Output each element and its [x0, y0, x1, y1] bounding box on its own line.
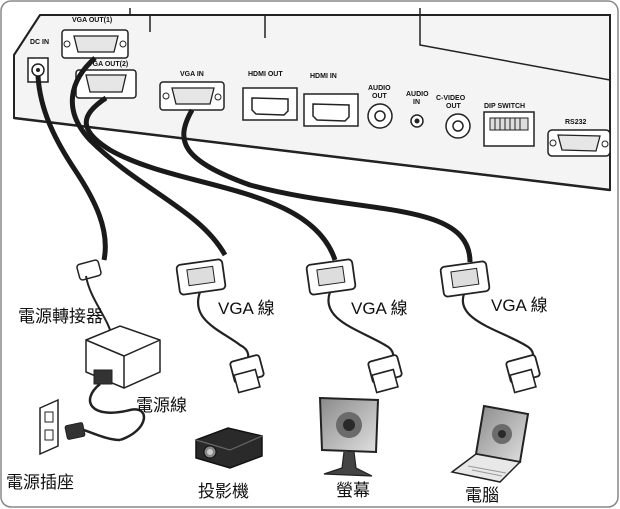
vga-out-1-cable	[69, 56, 228, 257]
wall-plug	[64, 422, 121, 442]
vga-out-2-cable	[83, 95, 338, 261]
vga-out-1-port	[61, 29, 129, 59]
audio-in-port	[410, 114, 424, 128]
laptop-icon	[450, 404, 530, 483]
power-adapter-label: 電源轉接器	[18, 307, 103, 327]
dc-plug	[76, 259, 102, 281]
vga-cable-3	[439, 260, 541, 394]
dip-switch	[483, 111, 535, 147]
cvideo-out-label-1: C-VIDEO	[436, 95, 466, 102]
rs232-port	[547, 129, 611, 157]
audio-out-label-1: AUDIO	[368, 85, 391, 92]
dc-cable	[35, 75, 108, 261]
vga-cable-1	[175, 258, 265, 394]
dc-in-label: DC IN	[30, 39, 49, 46]
vga-in-cable	[181, 108, 473, 263]
dc-in-port	[27, 57, 49, 83]
cvideo-out-label-2: OUT	[446, 103, 462, 110]
vga-out-2-port	[75, 69, 137, 99]
vga-cable-2-label: VGA 線	[351, 299, 408, 318]
projector-icon	[195, 427, 263, 469]
vga-out-1-label: VGA OUT(1)	[72, 17, 112, 24]
audio-out-label-2: OUT	[372, 93, 388, 100]
hdmi-out-port	[242, 87, 298, 121]
hdmi-in-label: HDMI IN	[310, 73, 337, 80]
vga-cable-1-label: VGA 線	[218, 299, 275, 318]
monitor-label: 螢幕	[336, 481, 370, 501]
power-outlet	[39, 398, 59, 456]
vga-in-port	[159, 81, 225, 111]
vga-cable-3-label: VGA 線	[491, 296, 548, 315]
power-cord	[88, 383, 146, 442]
power-outlet-label: 電源插座	[6, 473, 74, 493]
audio-in-label-1: AUDIO	[406, 91, 429, 98]
rs232-label: RS232	[565, 119, 587, 126]
computer-label: 電腦	[465, 486, 499, 506]
hdmi-out-label: HDMI OUT	[248, 71, 283, 78]
hdmi-in-port	[303, 93, 359, 127]
vga-out-2-label: VGA OUT(2)	[88, 61, 128, 68]
dip-switch-label: DIP SWITCH	[484, 103, 525, 110]
monitor-icon	[318, 396, 380, 477]
vga-cable-2	[305, 258, 403, 394]
projector-label: 投影機	[198, 482, 249, 502]
vga-in-label: VGA IN	[180, 71, 204, 78]
cvideo-out-port	[445, 113, 471, 139]
audio-in-label-2: IN	[413, 99, 420, 106]
adapter-socket	[93, 369, 113, 385]
power-cord-label: 電源線	[136, 396, 187, 416]
audio-out-port	[367, 103, 393, 129]
